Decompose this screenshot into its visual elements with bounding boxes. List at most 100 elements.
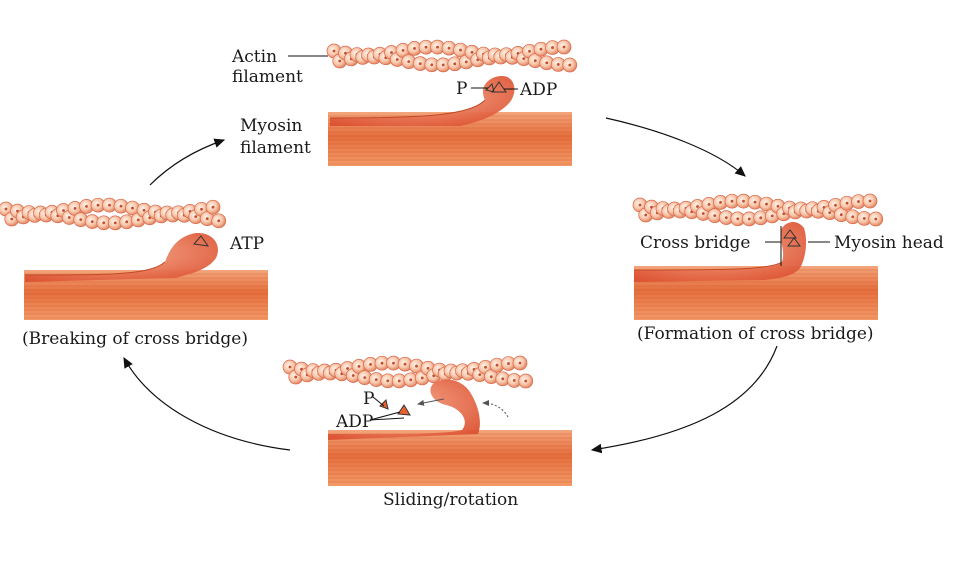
myosin-label-line2: filament — [240, 138, 311, 158]
myosin-head-label: Myosin head — [834, 233, 944, 253]
actin-filament-top — [326, 39, 578, 73]
actin-bead-dot — [770, 214, 774, 218]
actin-bead-dot — [102, 221, 106, 225]
actin-bead-dot — [447, 46, 451, 50]
actin-bead-dot — [420, 376, 424, 380]
actin-bead-dot — [401, 48, 405, 52]
adp-triangle-bottom — [397, 404, 411, 416]
atp-triangle-left — [193, 235, 210, 247]
actin-bead-dot — [357, 364, 361, 368]
actin-bead-dot — [403, 362, 407, 366]
myosin-filament-bottom — [328, 430, 572, 486]
caption-sliding: Sliding/rotation — [383, 490, 518, 510]
actin-bead-dot — [211, 205, 215, 209]
actin-bead-dot — [528, 49, 531, 53]
actin-bead-dot — [453, 62, 457, 66]
actin-bead-dot — [288, 365, 292, 369]
actin-bead-dot — [430, 63, 434, 67]
actin-bead-dot — [562, 45, 566, 49]
actin-bead-dot — [765, 202, 768, 206]
actin-bead-dot — [776, 204, 780, 208]
actin-bead-dot — [131, 206, 134, 210]
cross-bridge-label: Cross bridge — [640, 233, 751, 253]
atp-label: ATP — [229, 234, 264, 254]
actin-bead-dot — [874, 217, 878, 221]
actin-bead-dot — [644, 213, 648, 217]
rotation-arrow — [482, 400, 509, 418]
actin-bead-dot — [424, 45, 428, 49]
actin-bead-dot — [736, 217, 740, 221]
actin-bead-dot — [484, 365, 487, 369]
actin-bead-dot — [730, 199, 734, 203]
actin-bead-dot — [501, 377, 505, 381]
actin-bead-dot — [638, 203, 642, 207]
actin-bead-dot — [701, 212, 705, 215]
adp-label-top: ADP — [519, 80, 557, 100]
actin-bead-dot — [470, 50, 474, 54]
actin-bead-dot — [386, 379, 390, 383]
actin-bead-dot — [747, 217, 751, 221]
actin-bead-dot — [351, 374, 355, 377]
p-triangle-bottom — [379, 399, 389, 410]
myosin-rod — [328, 430, 572, 486]
actin-label-line2: filament — [232, 67, 303, 87]
p-triangle-top — [485, 83, 495, 93]
actin-label-line1: Actin — [231, 47, 277, 67]
cycle-arrows — [123, 117, 778, 454]
actin-bead-dot — [395, 58, 399, 61]
actin-bead-dot — [397, 379, 401, 383]
actin-bead-dot — [294, 375, 298, 379]
actin-bead-dot — [478, 373, 482, 377]
triangle-right-a — [783, 229, 797, 239]
actin-bead-dot — [545, 61, 549, 65]
actin-bead-dot — [426, 366, 430, 370]
actin-bead-dot — [512, 379, 516, 382]
actin-bead-dot — [136, 218, 140, 222]
myosin-head-top — [329, 76, 515, 126]
actin-bead-dot — [533, 59, 537, 63]
actin-bead-dot — [96, 203, 100, 207]
actin-bead-dot — [524, 379, 528, 383]
actin-bead-dot — [719, 200, 722, 204]
actin-bead-dot — [200, 207, 203, 211]
actin-bead-dot — [845, 201, 849, 205]
actin-bead-dot — [828, 211, 832, 215]
caption-breaking: (Breaking of cross bridge) — [22, 329, 248, 349]
actin-bead-dot — [759, 216, 763, 220]
actin-bead-dot — [194, 215, 198, 219]
actin-bead-dot — [363, 376, 367, 380]
actin-filament-bottom — [282, 355, 534, 389]
myosin-head-bottom — [328, 379, 480, 440]
actin-bead-dot — [834, 203, 837, 207]
actin-bead-dot — [125, 220, 129, 224]
actin-bead-dot — [338, 59, 342, 63]
actin-bead-dot — [522, 57, 526, 61]
adp-leader-bottom-2 — [369, 417, 405, 421]
actin-filament-left — [0, 197, 227, 231]
actin-bead-dot — [413, 46, 416, 50]
actin-bead-dot — [868, 199, 872, 203]
triangle-right-b — [787, 237, 801, 247]
actin-bead-dot — [392, 361, 395, 365]
adp-label-bottom: ADP — [335, 412, 373, 432]
actin-bead-dot — [724, 216, 728, 220]
actin-bead-dot — [862, 217, 866, 220]
actin-bead-dot — [556, 63, 560, 66]
actin-bead-dot — [85, 204, 88, 208]
actin-bead-dot — [62, 209, 65, 212]
actin-bead-dot — [551, 46, 554, 49]
actin-bead-dot — [568, 63, 572, 67]
actin-bead-dot — [10, 217, 14, 221]
actin-bead-dot — [753, 200, 757, 204]
actin-bead-dot — [495, 363, 499, 367]
actin-bead-dot — [459, 48, 462, 52]
actin-bead-dot — [696, 205, 699, 208]
caption-formation: (Formation of cross bridge) — [637, 324, 874, 344]
actin-bead-dot — [205, 217, 209, 221]
actin-bead-dot — [839, 213, 843, 217]
actin-bead-dot — [518, 361, 522, 365]
adp-leader-bottom-1 — [369, 411, 401, 421]
actin-bead-dot — [489, 375, 493, 379]
actin-bead-dot — [409, 378, 413, 382]
